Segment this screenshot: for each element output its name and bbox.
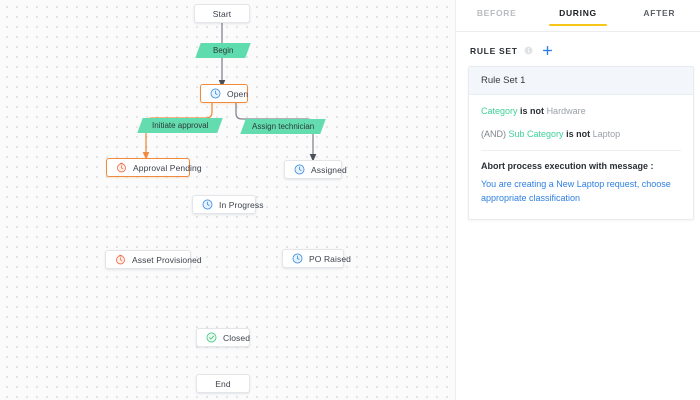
node-asset-provisioned-label: Asset Provisioned — [132, 254, 202, 265]
node-in-progress[interactable]: In Progress — [192, 195, 263, 214]
clock-orange-icon — [116, 254, 125, 265]
phase-tabs: BEFORE DURING AFTER — [456, 0, 700, 31]
condition-row[interactable]: (AND) Sub Category is not Laptop — [481, 128, 681, 142]
rules-panel: BEFORE DURING AFTER RULE SET Rule Set 1 … — [455, 0, 700, 400]
workflow-canvas[interactable]: Begin Initiate approval Assign technicia… — [0, 0, 455, 400]
tab-before[interactable]: BEFORE — [476, 8, 517, 18]
node-po-raised[interactable]: PO Raised — [282, 249, 351, 268]
tab-after[interactable]: AFTER — [643, 8, 676, 18]
node-assigned[interactable]: Assigned — [284, 160, 347, 179]
transition-assign-technician-label: Assign technician — [251, 122, 315, 131]
node-po-raised-label: PO Raised — [309, 253, 352, 264]
plus-icon[interactable] — [542, 45, 553, 56]
node-open-label: Open — [227, 88, 249, 99]
tabs-divider — [456, 31, 700, 32]
condition-field: Category — [481, 106, 518, 116]
condition-operator: is not — [566, 128, 591, 139]
transition-initiate-approval[interactable]: Initiate approval — [137, 118, 223, 133]
node-closed[interactable]: Closed — [196, 328, 250, 347]
clock-blue-icon — [292, 253, 303, 264]
node-closed-label: Closed — [223, 332, 251, 343]
clock-orange-icon — [117, 162, 126, 173]
transition-assign-technician[interactable]: Assign technician — [240, 119, 326, 134]
node-end-label: End — [215, 378, 231, 389]
condition-operator: is not — [520, 106, 545, 116]
node-start[interactable]: Start — [194, 4, 250, 23]
node-end[interactable]: End — [196, 374, 250, 393]
card-divider — [481, 150, 681, 151]
node-asset-provisioned[interactable]: Asset Provisioned — [105, 250, 202, 269]
node-assigned-label: Assigned — [311, 164, 347, 175]
rule-set-header: RULE SET — [456, 32, 700, 66]
transition-initiate-approval-label: Initiate approval — [151, 121, 209, 130]
condition-field: Sub Category — [508, 128, 564, 139]
condition-conjunction: (AND) — [481, 128, 506, 139]
transition-begin[interactable]: Begin — [195, 43, 251, 58]
rule-set-card-body: Category is not Hardware (AND) Sub Categ… — [469, 95, 693, 219]
condition-row[interactable]: Category is not Hardware — [481, 105, 681, 119]
condition-value: Laptop — [592, 128, 621, 139]
node-approval-pending[interactable]: Approval Pending — [106, 158, 202, 177]
action-message: You are creating a New Laptop request, c… — [481, 179, 671, 203]
rule-set-card[interactable]: Rule Set 1 Category is not Hardware (AND… — [468, 66, 694, 220]
node-in-progress-label: In Progress — [219, 199, 264, 210]
clock-blue-icon — [202, 199, 213, 210]
check-green-icon — [206, 332, 217, 343]
node-open[interactable]: Open — [200, 84, 248, 103]
transition-begin-label: Begin — [212, 46, 234, 55]
node-start-label: Start — [212, 8, 232, 19]
clock-blue-icon — [294, 164, 305, 175]
action-title: Abort process execution with message : — [481, 161, 654, 171]
rule-set-title: RULE SET — [470, 45, 518, 56]
rule-set-card-title: Rule Set 1 — [469, 67, 693, 95]
node-approval-pending-label: Approval Pending — [133, 162, 202, 173]
info-icon[interactable] — [524, 46, 533, 55]
tab-during[interactable]: DURING — [537, 8, 618, 26]
clock-blue-icon — [210, 88, 221, 99]
condition-value: Hardware — [546, 106, 586, 116]
